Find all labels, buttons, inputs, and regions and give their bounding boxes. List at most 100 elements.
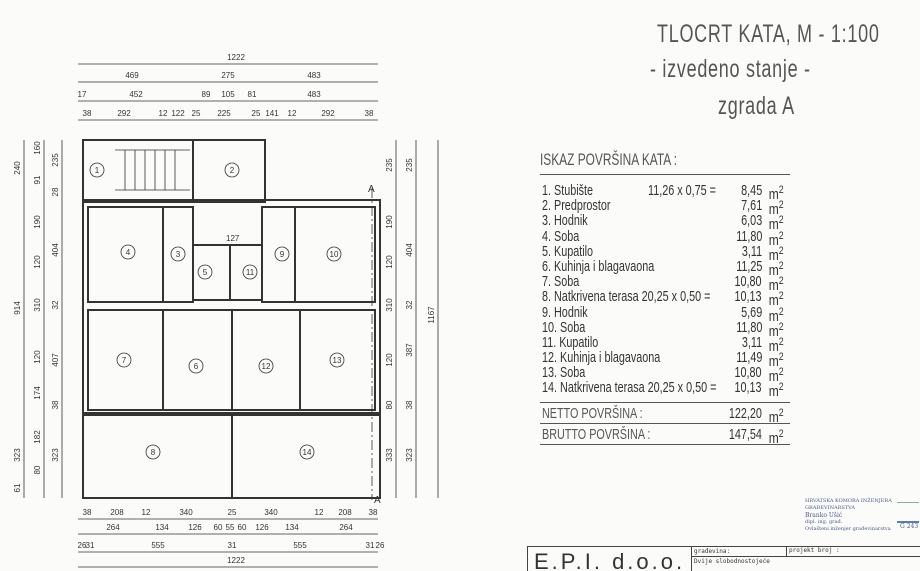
dimension-label: 483	[307, 71, 321, 80]
dimension-label: 1222	[227, 556, 245, 565]
area-unit: m2	[769, 229, 784, 249]
dimension-label: 31	[366, 541, 375, 550]
dimension-label: 55	[226, 523, 235, 532]
room-marker-3: 3	[170, 246, 186, 262]
dimension-label: 452	[129, 90, 143, 99]
dimension-label: 182	[33, 430, 42, 444]
room-area: 3,11	[741, 333, 762, 351]
dimension-label: 275	[221, 71, 235, 80]
room-name: 11. Kupatilo	[542, 333, 599, 351]
dimension-label: 310	[385, 298, 394, 312]
brutto-row: BRUTTO POVRŠINA : 147,54 m2	[540, 424, 790, 446]
dimension-label: 264	[339, 523, 353, 532]
area-unit: m2	[769, 305, 784, 325]
dimension-label: 105	[221, 90, 235, 99]
dimension-label: 469	[125, 71, 139, 80]
room-area: 7,61	[740, 197, 762, 215]
room-number: 13	[333, 356, 342, 365]
dimension-label: 240	[13, 161, 22, 175]
dimension-label: 141	[265, 109, 279, 118]
area-row: 8. Natkrivena terasa 20,25 x 0,50 =10,13…	[540, 288, 790, 308]
dimension-label: 17	[78, 90, 87, 99]
dimension-label: 61	[13, 483, 22, 492]
dimension-label: 12	[142, 508, 151, 517]
dimension-label: 225	[217, 109, 231, 118]
dimension-label: 333	[385, 448, 394, 462]
room-area: 10,13	[734, 288, 762, 306]
room-area: 10,13	[734, 379, 762, 397]
dimension-label: 26	[376, 541, 385, 550]
company-name: E.P.I. d.o.o.	[534, 549, 686, 571]
dimension-label: 26	[78, 541, 87, 550]
area-unit: m2	[769, 275, 784, 295]
room-area: 11,49	[735, 349, 762, 367]
dimension-label: 190	[385, 215, 394, 229]
room-area: 11,25	[735, 257, 762, 275]
room-number: 11	[246, 268, 255, 277]
room-area: 10,80	[734, 364, 762, 382]
netto-unit: m2	[769, 406, 784, 426]
room-number: 10	[330, 250, 339, 259]
dimension-label: 1222	[227, 53, 245, 62]
dimension-label: 120	[385, 353, 394, 367]
door-width-label: 127	[226, 234, 240, 243]
room-name: 12. Kuhinja i blagavaona	[542, 349, 661, 367]
room-marker-2: 2	[224, 162, 240, 178]
stamp-seal-graphic	[897, 502, 919, 523]
dimension-label: 134	[285, 523, 299, 532]
dimension-label: 38	[83, 508, 92, 517]
dimension-label: 120	[33, 350, 42, 364]
room-number: 9	[280, 250, 285, 259]
room-marker-12: 12	[258, 358, 274, 374]
area-unit: m2	[769, 184, 784, 203]
dimension-label: 323	[51, 448, 60, 462]
dimension-label: 38	[365, 109, 374, 118]
room-number: 14	[303, 448, 312, 457]
dimension-label: 120	[33, 255, 42, 269]
dimension-label: 89	[202, 90, 211, 99]
area-unit: m2	[769, 366, 784, 386]
section-label-top: A	[368, 184, 375, 195]
stairs	[115, 149, 190, 191]
dimension-label: 28	[51, 187, 60, 196]
room-area: 3,11	[741, 242, 762, 260]
brutto-label: BRUTTO POVRŠINA :	[542, 425, 651, 443]
building-cell: građevina: Dvije slobodnostojeće	[691, 547, 787, 571]
section-label-bottom: A	[374, 495, 381, 506]
dimension-label: 122	[171, 109, 185, 118]
dimension-label: 38	[369, 508, 378, 517]
room-name: 14. Natkrivena terasa 20,25 x 0,50 =	[542, 379, 717, 397]
room-number: 3	[176, 250, 181, 259]
room-marker-8: 8	[145, 444, 161, 460]
dimension-label: 292	[117, 109, 131, 118]
dimension-label: 323	[13, 448, 22, 462]
room-number: 2	[230, 166, 235, 175]
room-number: 6	[194, 362, 199, 371]
netto-row: NETTO POVRŠINA : 122,20 m2	[540, 403, 790, 426]
dimension-label: 1167	[427, 306, 436, 324]
room-name: 3. Hodnik	[542, 212, 588, 230]
dimension-label: 120	[385, 255, 394, 269]
dimension-label: 134	[155, 523, 169, 532]
room-area: 6,03	[740, 212, 762, 230]
dimension-label: 264	[106, 523, 120, 532]
room-name: 7. Soba	[542, 273, 580, 291]
building-label: zgrada A	[718, 92, 795, 120]
dimension-label: 80	[385, 400, 394, 409]
room-marker-1: 1	[89, 162, 105, 178]
dimension-label: 12	[159, 109, 168, 118]
dimension-label: 555	[151, 541, 165, 550]
dimension-label: 32	[405, 300, 414, 309]
dimension-label: 292	[321, 109, 335, 118]
room-marker-14: 14	[299, 444, 315, 460]
dimension-label: 407	[51, 353, 60, 367]
